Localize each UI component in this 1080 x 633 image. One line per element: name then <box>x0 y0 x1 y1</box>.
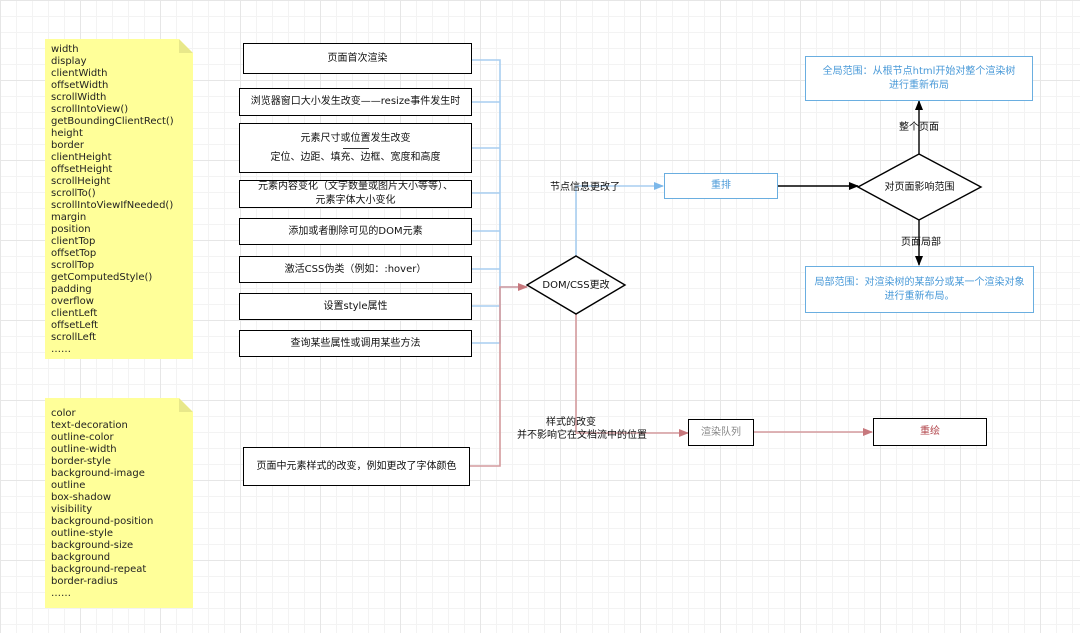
trigger-label: 页面首次渲染 <box>327 52 388 64</box>
property-item: box-shadow <box>51 492 112 503</box>
trigger-first-render: 页面首次渲染 <box>243 43 472 74</box>
property-item: border-style <box>51 456 111 467</box>
connector-to-reflow <box>575 182 664 256</box>
property-item: outline-style <box>51 528 114 539</box>
property-item: offsetTop <box>51 248 97 259</box>
global-scope-sublabel: 进行重新布局 <box>889 79 949 91</box>
trigger-query-properties: 查询某些属性或调用某些方法 <box>239 330 472 357</box>
property-item: getComputedStyle() <box>51 272 153 283</box>
trigger-size-position-change: 元素尺寸或位置发生改变 定位、边距、填充、边框、宽度和高度 <box>239 123 472 173</box>
property-item: clientTop <box>51 236 96 247</box>
property-item: scrollWidth <box>51 92 107 103</box>
trigger-add-remove-dom: 添加或者删除可见的DOM元素 <box>239 218 472 245</box>
label-node-change: 节点信息更改了 <box>550 182 620 193</box>
trigger-window-resize: 浏览器窗口大小发生改变——resize事件发生时 <box>239 88 472 116</box>
property-item: offsetLeft <box>51 320 99 331</box>
local-scope-box: 局部范围：对渲染树的某部分或某一个渲染对象 进行重新布局。 <box>805 266 1034 313</box>
decision-dom-css-diamond <box>525 255 627 315</box>
property-item: padding <box>51 284 92 295</box>
property-item: display <box>51 56 87 67</box>
property-item: scrollLeft <box>51 332 97 343</box>
property-item: background-repeat <box>51 564 147 575</box>
property-item: …… <box>51 588 71 599</box>
trigger-label: 设置style属性 <box>323 300 388 312</box>
connector-trigger-8 <box>472 287 501 344</box>
connector-trigger-1 <box>472 59 527 288</box>
property-item: background-position <box>51 516 154 527</box>
property-item: scrollTop <box>51 260 95 271</box>
property-item: offsetWidth <box>51 80 109 91</box>
global-scope-box: 全局范围：从根节点html开始对整个渲染树 进行重新布局 <box>805 56 1033 101</box>
trigger-label: 页面中元素样式的改变，例如更改了字体颜色 <box>256 460 457 472</box>
property-item: outline <box>51 480 86 491</box>
property-item: scrollIntoView() <box>51 104 129 115</box>
local-scope-sublabel: 进行重新布局。 <box>884 290 955 302</box>
trigger-style-change: 页面中元素样式的改变，例如更改了字体颜色 <box>243 447 470 486</box>
property-item: clientHeight <box>51 152 112 163</box>
property-item: visibility <box>51 504 93 515</box>
repaint-box: 重绘 <box>873 418 987 446</box>
property-item: height <box>51 128 83 139</box>
label-style-change: 样式的改变 <box>546 417 596 428</box>
property-item: background-size <box>51 540 134 551</box>
property-item: clientLeft <box>51 308 98 319</box>
property-item: width <box>51 44 79 55</box>
render-queue-label: 渲染队列 <box>701 426 741 438</box>
property-item: text-decoration <box>51 420 128 431</box>
reflow-box: 重排 <box>664 173 778 199</box>
trigger-label: 激活CSS伪类（例如：:hover） <box>284 263 427 275</box>
property-item: scrollTo() <box>51 188 96 199</box>
trigger-label: 添加或者删除可见的DOM元素 <box>288 225 423 237</box>
connector-to-render-queue <box>575 313 689 437</box>
property-item: outline-color <box>51 432 114 443</box>
trigger-set-style: 设置style属性 <box>239 293 472 320</box>
property-item: overflow <box>51 296 94 307</box>
trigger-css-pseudo-class: 激活CSS伪类（例如：:hover） <box>239 256 472 283</box>
connector-style-trigger <box>470 283 528 467</box>
property-item: scrollHeight <box>51 176 111 187</box>
trigger-sublabel: 定位、边距、填充、边框、宽度和高度 <box>270 151 441 163</box>
trigger-label: 浏览器窗口大小发生改变——resize事件发生时 <box>250 96 461 107</box>
property-item: background-image <box>51 468 145 479</box>
trigger-label: 元素尺寸或位置发生改变 <box>300 132 411 144</box>
global-scope-label: 全局范围：从根节点html开始对整个渲染树 <box>822 65 1016 77</box>
trigger-label: 元素内容变化（文字数量或图片大小等等）、 <box>258 181 453 192</box>
label-style-change-detail: 并不影响它在文档流中的位置 <box>517 430 647 441</box>
property-item: background <box>51 552 111 563</box>
property-item: margin <box>51 212 87 223</box>
reflow-label: 重排 <box>711 180 731 191</box>
decision-dom-css-label: DOM/CSS更改 <box>542 280 610 291</box>
repaint-label: 重绘 <box>920 426 940 437</box>
render-queue-box: 渲染队列 <box>688 419 754 446</box>
label-whole-page: 整个页面 <box>899 122 939 133</box>
local-scope-label: 局部范围：对渲染树的某部分或某一个渲染对象 <box>814 276 1025 288</box>
label-partial-page: 页面局部 <box>901 237 941 248</box>
trigger-sublabel: 元素字体大小变化 <box>315 195 396 206</box>
property-item: …… <box>51 344 71 355</box>
property-item: position <box>51 224 91 235</box>
decision-scope-diamond <box>856 153 983 221</box>
property-item: offsetHeight <box>51 164 113 175</box>
property-item: color <box>51 408 76 419</box>
separator-line <box>342 147 369 149</box>
property-item: border <box>51 140 85 151</box>
property-item: border-radius <box>51 576 118 587</box>
decision-scope-label: 对页面影响范围 <box>884 182 955 193</box>
trigger-content-change: 元素内容变化（文字数量或图片大小等等）、 元素字体大小变化 <box>239 180 472 208</box>
property-item: scrollIntoViewIfNeeded() <box>51 200 174 211</box>
trigger-label: 查询某些属性或调用某些方法 <box>290 337 421 349</box>
property-item: getBoundingClientRect() <box>51 116 174 127</box>
property-item: outline-width <box>51 444 117 455</box>
property-item: clientWidth <box>51 68 108 79</box>
